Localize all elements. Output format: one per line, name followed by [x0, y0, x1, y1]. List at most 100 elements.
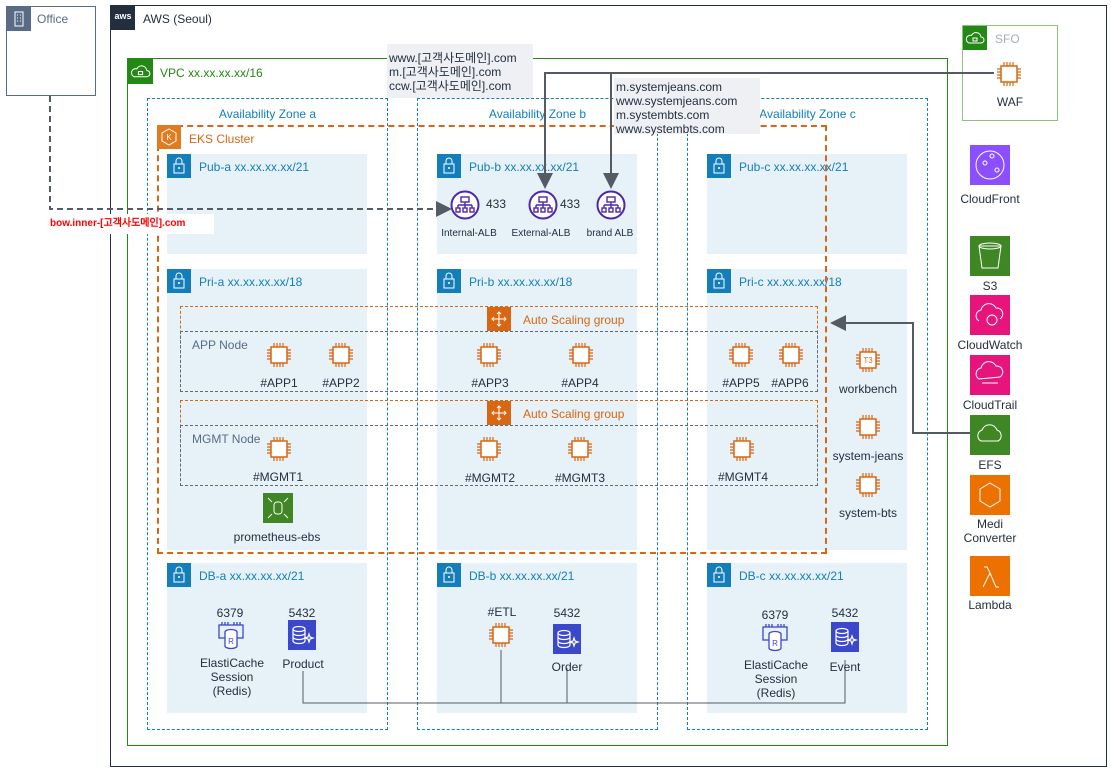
db-link	[302, 650, 846, 704]
eks-label: EKS Cluster	[189, 132, 255, 146]
subnet-db-b: DB-b xx.xx.xx.xx/21	[437, 563, 637, 713]
vpc-group: VPC xx.xx.xx.xx/16	[127, 58, 948, 746]
efs-icon[interactable]	[970, 415, 1010, 455]
availability-zone-c: Availability Zone c	[687, 98, 928, 730]
sfo-label: SFO	[995, 32, 1020, 46]
lock-icon	[437, 269, 461, 293]
lock-icon	[707, 563, 731, 587]
subnet-label: DB-a xx.xx.xx.xx/21	[199, 569, 305, 583]
waf-to-external-alb	[537, 72, 995, 189]
lock-icon	[167, 563, 191, 587]
office-building-icon	[7, 7, 31, 31]
app-label: #APP5	[722, 376, 760, 390]
app-node-group	[180, 331, 818, 392]
app5-instance-icon[interactable]	[726, 340, 756, 370]
app6-instance-icon[interactable]	[776, 340, 806, 370]
etl-instance-icon[interactable]	[486, 620, 516, 650]
workbench-instance-icon[interactable]: T3	[853, 345, 883, 375]
lock-icon	[437, 154, 461, 178]
lock-icon	[167, 154, 191, 178]
redis-a-port: 6379	[216, 606, 244, 620]
zone-label: Availability Zone b	[488, 107, 587, 121]
brand-alb-label: brand ALB	[586, 228, 634, 239]
product-db-label: Product	[282, 657, 324, 671]
asg-label: Auto Scaling group	[523, 313, 625, 327]
order-rds-icon[interactable]	[553, 624, 581, 654]
sfo-icon	[963, 26, 987, 50]
zone-label: Availability Zone c	[759, 107, 856, 121]
app4-instance-icon[interactable]	[566, 340, 596, 370]
subnet-db-c: DB-c xx.xx.xx.xx/21	[707, 563, 907, 713]
lambda-icon[interactable]	[970, 556, 1010, 596]
app-label: #APP4	[561, 376, 599, 390]
cloudtrail-label: CloudTrail	[962, 398, 1018, 412]
office-link	[49, 96, 452, 217]
mgmt2-instance-icon[interactable]	[474, 434, 504, 464]
vpc-label: VPC xx.xx.xx.xx/16	[160, 66, 263, 80]
domain-line: www.systembts.com	[616, 122, 725, 136]
system-jeans-label: system-jeans	[832, 449, 904, 463]
mgmt-label: #MGMT4	[717, 470, 769, 484]
internal-alb-port: 433	[486, 197, 507, 211]
subnet-label: Pri-a xx.xx.xx.xx/18	[199, 275, 303, 289]
app1-instance-icon[interactable]	[264, 340, 294, 370]
mgmt3-instance-icon[interactable]	[565, 434, 595, 464]
subnet-pri-b: Pri-b xx.xx.xx.xx/18	[437, 269, 637, 550]
office-link-label-bg	[46, 214, 214, 234]
eks-cluster-group: K EKS Cluster	[157, 125, 827, 554]
external-alb-port: 433	[560, 197, 581, 211]
app2-instance-icon[interactable]	[326, 340, 356, 370]
system-bts-instance-icon[interactable]	[853, 470, 883, 500]
subnet-db-a: DB-a xx.xx.xx.xx/21	[167, 563, 367, 713]
waf-icon[interactable]	[994, 59, 1024, 89]
auto-scaling-icon	[487, 401, 511, 425]
internal-alb-icon[interactable]	[450, 190, 480, 220]
cloudtrail-icon[interactable]	[970, 355, 1010, 395]
order-db-port: 5432	[553, 606, 581, 620]
elasticache-a-icon[interactable]	[216, 620, 246, 650]
efs-label: EFS	[978, 458, 1002, 472]
subnet-pub-a: Pub-a xx.xx.xx.xx/21	[167, 154, 367, 254]
product-rds-icon[interactable]	[288, 620, 316, 650]
subnet-label: Pub-a xx.xx.xx.xx/21	[199, 160, 310, 174]
svg-text:T3: T3	[863, 356, 873, 365]
lock-icon	[437, 563, 461, 587]
event-rds-icon[interactable]	[831, 622, 859, 652]
office-label: Office	[37, 12, 69, 26]
etl-label: #ETL	[487, 605, 517, 619]
aws-title: AWS (Seoul)	[143, 12, 212, 26]
event-db-port: 5432	[831, 606, 859, 620]
svg-text:K: K	[166, 133, 172, 142]
app3-instance-icon[interactable]	[474, 340, 504, 370]
system-jeans-instance-icon[interactable]	[853, 412, 883, 442]
mgmt-label: #MGMT1	[252, 470, 304, 484]
mgmt4-instance-icon[interactable]	[727, 434, 757, 464]
elasticache-c-icon[interactable]	[760, 622, 790, 652]
brand-alb-icon[interactable]	[596, 190, 626, 220]
waf-label: WAF	[996, 95, 1024, 109]
s3-icon[interactable]	[970, 236, 1010, 276]
external-alb-label: External-ALB	[511, 228, 571, 239]
external-alb-icon[interactable]	[528, 190, 558, 220]
cloudwatch-icon[interactable]	[970, 295, 1010, 335]
mediaconvert-icon[interactable]	[970, 475, 1010, 515]
mgmt-node-label: MGMT Node	[192, 432, 261, 446]
subnet-label: Pri-b xx.xx.xx.xx/18	[469, 275, 573, 289]
mgmt-node-group	[180, 425, 818, 486]
system-bts-label: system-bts	[838, 506, 898, 520]
app-label: #APP2	[322, 376, 360, 390]
ebs-icon[interactable]	[263, 493, 293, 523]
lambda-label: Lambda	[968, 598, 1012, 612]
app-label: #APP6	[771, 376, 809, 390]
lock-icon	[167, 269, 191, 293]
mgmt1-instance-icon[interactable]	[264, 434, 294, 464]
cloudfront-icon[interactable]	[970, 145, 1010, 185]
workbench-label: workbench	[838, 382, 898, 396]
product-db-port: 5432	[288, 606, 316, 620]
internal-alb-label: Internal-ALB	[441, 228, 497, 239]
redis-c-port: 6379	[761, 608, 789, 622]
